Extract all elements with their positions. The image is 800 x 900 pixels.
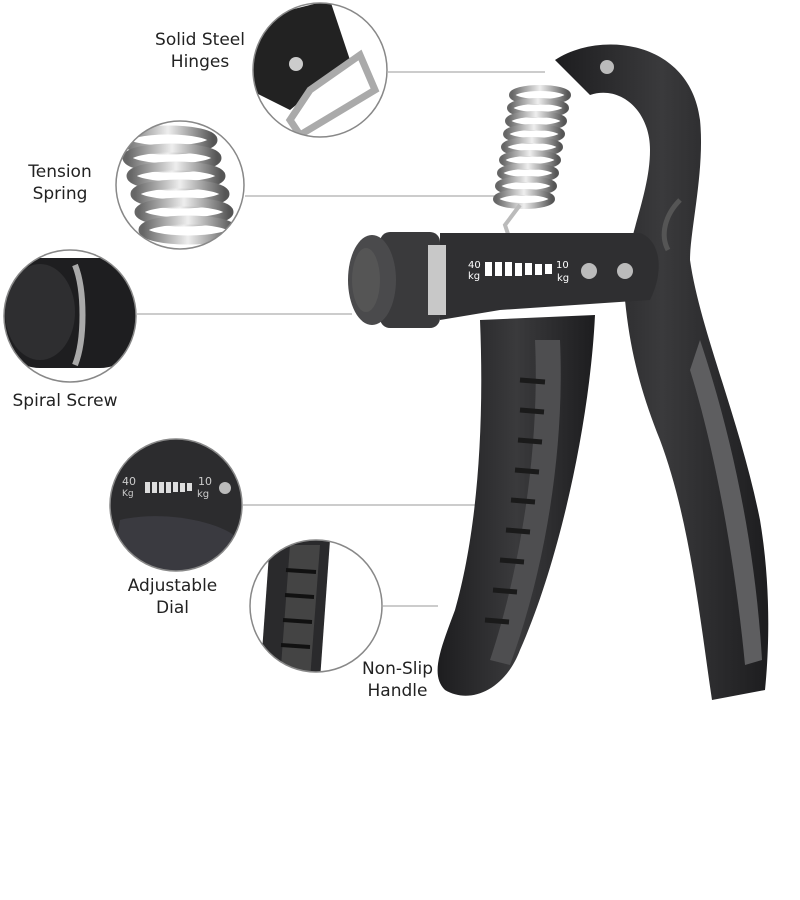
screw-detail-circle bbox=[3, 249, 137, 383]
hinge-detail-circle bbox=[252, 2, 388, 138]
scale-max-value: 40 bbox=[468, 260, 481, 271]
inset-min-value: 10 bbox=[198, 475, 212, 488]
callout-dial: Adjustable Dial bbox=[110, 575, 235, 619]
gripper-arch-handle bbox=[555, 44, 769, 700]
callout-hinges-line2: Hinges bbox=[170, 52, 230, 72]
dial-line bbox=[243, 338, 486, 506]
scale-min-value: 10 bbox=[556, 260, 569, 271]
back-grip-pad bbox=[690, 340, 762, 665]
pivot-pin bbox=[581, 263, 597, 279]
grip-ridges bbox=[484, 377, 546, 625]
callout-hinges-line1: Solid Steel bbox=[155, 30, 245, 50]
inset-max-value: 40 bbox=[122, 475, 136, 488]
scale-min-unit: kg bbox=[557, 273, 569, 284]
callout-spring: Tension Spring bbox=[10, 161, 110, 205]
callout-hinges: Solid Steel Hinges bbox=[140, 29, 260, 73]
inset-max-unit: Kg bbox=[122, 489, 134, 499]
hinge-pin bbox=[600, 60, 614, 74]
callout-dial-line2: Dial bbox=[156, 598, 189, 618]
spring-detail-circle bbox=[115, 120, 245, 250]
resistance-scale: 40 kg 10 kg bbox=[468, 260, 569, 284]
callout-screw: Spiral Screw bbox=[0, 390, 130, 412]
spiral-screw-knob[interactable] bbox=[348, 232, 446, 328]
callout-spring-line1: Tension bbox=[28, 162, 92, 182]
callout-screw-line1: Spiral Screw bbox=[12, 391, 118, 411]
scale-max-unit: kg bbox=[468, 271, 480, 282]
callout-handle: Non-Slip Handle bbox=[350, 658, 445, 702]
pivot-pin bbox=[617, 263, 633, 279]
dial-detail-circle: 40 Kg 10 kg bbox=[109, 438, 243, 572]
callout-handle-line1: Non-Slip bbox=[361, 659, 434, 679]
front-grip-pad bbox=[490, 340, 561, 665]
crossbar bbox=[440, 233, 659, 320]
inset-min-unit: kg bbox=[197, 489, 209, 500]
handle-detail-circle bbox=[249, 539, 383, 673]
callout-handle-line2: Handle bbox=[367, 681, 428, 701]
tension-spring bbox=[493, 85, 571, 241]
callout-dial-line1: Adjustable bbox=[127, 576, 218, 596]
callout-spring-line2: Spring bbox=[32, 184, 88, 204]
